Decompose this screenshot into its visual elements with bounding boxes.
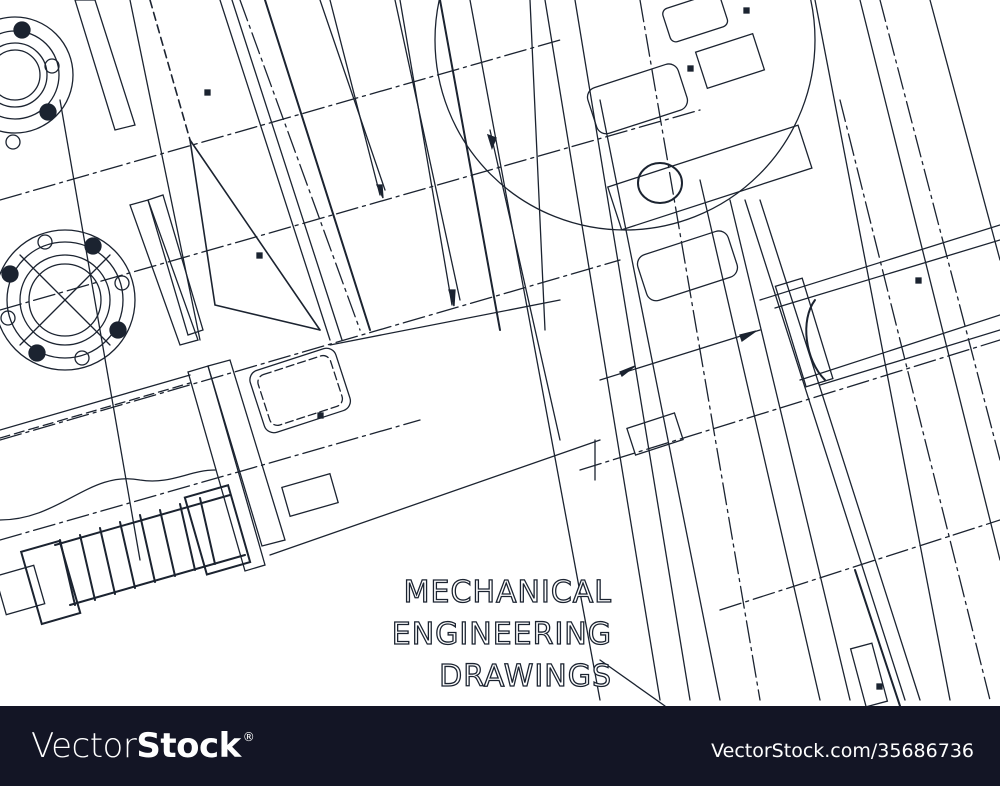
engineering-drawing-illustration: MECHANICAL ENGINEERING DRAWINGS bbox=[0, 0, 1000, 706]
nuts bbox=[0, 412, 684, 616]
bolts bbox=[204, 7, 922, 690]
tube-section bbox=[249, 347, 352, 434]
title-line-mechanical: MECHANICAL bbox=[403, 574, 612, 610]
pipe-flange-plate bbox=[187, 365, 266, 572]
spring bbox=[19, 483, 252, 626]
blueprint-line-art bbox=[0, 0, 1000, 706]
drawing-title: MECHANICAL ENGINEERING DRAWINGS bbox=[391, 572, 612, 698]
watermark-footer: VectorStock® VectorStock.com/35686736 bbox=[0, 706, 1000, 786]
cylinder-right bbox=[759, 224, 1000, 388]
image-id-url: VectorStock.com/35686736 bbox=[711, 740, 974, 762]
pipe-left bbox=[0, 374, 216, 521]
detail-circle bbox=[434, 0, 816, 231]
brand-light-text: Vector bbox=[31, 726, 137, 766]
title-line-drawings: DRAWINGS bbox=[438, 658, 612, 694]
detail-slot bbox=[586, 63, 689, 135]
registered-mark: ® bbox=[242, 730, 255, 744]
mounting-plate bbox=[74, 0, 204, 346]
structural-lines bbox=[59, 0, 1000, 701]
bracket bbox=[149, 0, 321, 331]
flange-top bbox=[0, 16, 74, 150]
dimension-lines bbox=[329, 0, 761, 481]
title-line-engineering: ENGINEERING bbox=[391, 616, 612, 652]
vectorstock-logo: VectorStock® bbox=[31, 726, 255, 766]
flange-bottom bbox=[0, 229, 136, 371]
brand-bold-text: Stock bbox=[136, 726, 241, 766]
